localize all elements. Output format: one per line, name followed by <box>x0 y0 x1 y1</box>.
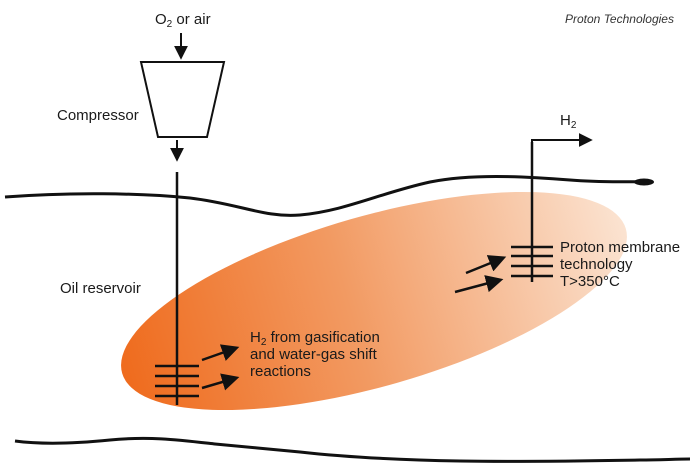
membrane-line-1: Proton membrane <box>560 239 681 256</box>
injection-well-perforations <box>155 364 199 398</box>
compressor-icon <box>139 61 226 138</box>
gasification-line-2: and water-gas shift <box>250 345 377 363</box>
gas-flow-arrow <box>201 344 240 362</box>
compressor-label: Compressor <box>57 107 139 124</box>
gasification-subscript: 2 <box>260 337 267 348</box>
membrane-line-2: technology <box>560 255 633 273</box>
gasification-prefix: H <box>250 329 261 346</box>
gasification-line-3: reactions <box>250 362 311 380</box>
reservoir-bottom-boundary <box>14 436 691 463</box>
reservoir-label: Oil reservoir <box>60 280 141 297</box>
credit-label: Proton Technologies <box>565 12 674 26</box>
hydrogen-flow-arrow <box>454 275 504 294</box>
reservoir-top-boundary <box>4 175 651 217</box>
gasification-label: H2 from gasification and water-gas shift… <box>250 329 380 380</box>
hydrogen-flow-arrow <box>465 255 507 275</box>
input-label-subscript: 2 <box>166 19 173 30</box>
membrane-perforations <box>511 245 553 278</box>
reservoir-top-end-cap <box>634 178 654 186</box>
input-label: O2 or air <box>155 11 211 30</box>
gasification-line-1: H2 from gasification <box>250 329 380 348</box>
hydrogen-output-subscript: 2 <box>570 120 577 131</box>
input-label-prefix: O <box>155 11 167 28</box>
hydrogen-output-arrow <box>531 133 593 147</box>
input-label-suffix: or air <box>172 11 211 28</box>
membrane-line-3: T>350°C <box>560 272 620 290</box>
reservoir-plume <box>121 191 627 411</box>
hydrogen-output-label: H2 <box>560 112 577 131</box>
gas-flow-arrow <box>201 373 240 391</box>
membrane-label: Proton membrane technology T>350°C <box>560 239 681 290</box>
gasification-line-1-rest: from gasification <box>266 329 380 346</box>
hydrogen-output-prefix: H <box>560 112 571 129</box>
